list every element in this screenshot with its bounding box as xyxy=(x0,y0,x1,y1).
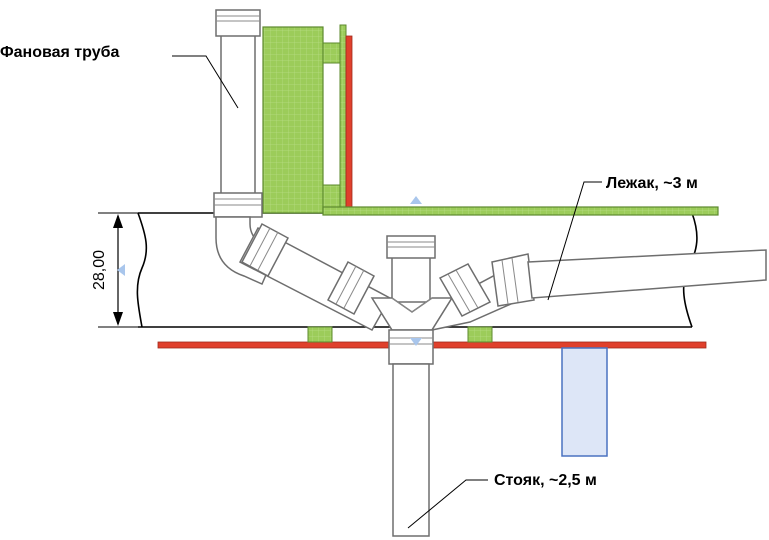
fan-pipe-label: Фановая труба xyxy=(0,44,119,61)
green-panel xyxy=(262,24,353,214)
leader-lines xyxy=(172,55,602,529)
marker-triangle xyxy=(410,196,422,204)
fan-pipe xyxy=(213,9,263,218)
green-block-left xyxy=(307,326,333,343)
lezhak-pipe xyxy=(430,249,767,332)
stoyak-label: Стояк, ~2,5 м xyxy=(494,472,597,489)
blue-box xyxy=(561,347,608,457)
lezhak-label: Лежак, ~3 м xyxy=(606,175,698,192)
green-shelf xyxy=(322,206,719,216)
left-diagonal-pipe xyxy=(238,222,392,331)
stoyak-pipe xyxy=(388,329,434,537)
height-dimension: 28,00 xyxy=(91,212,160,328)
green-block-right xyxy=(467,326,493,343)
dimension-text: 28,00 xyxy=(91,250,108,290)
tee-fitting xyxy=(370,235,454,331)
